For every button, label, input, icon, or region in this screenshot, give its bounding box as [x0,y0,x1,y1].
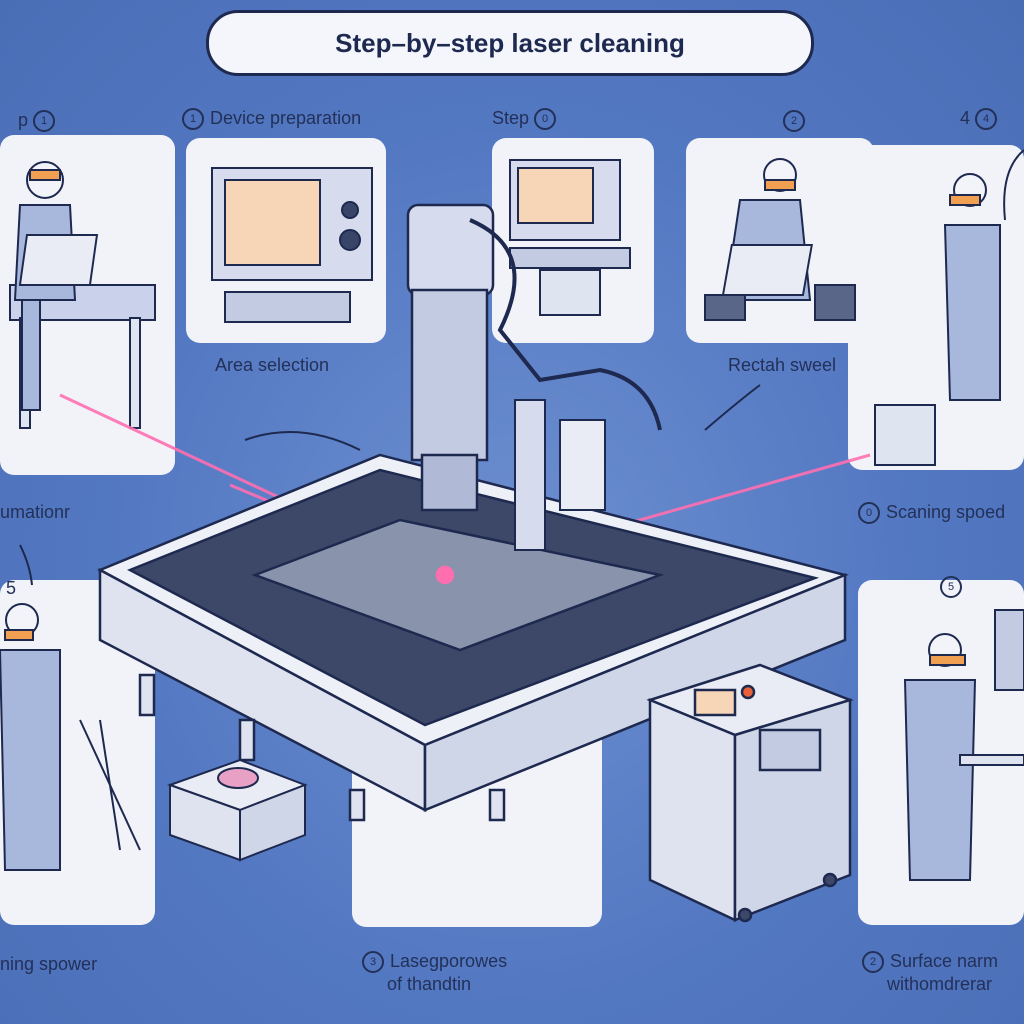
label-step-5-left: 5 [6,578,17,598]
label-laser-process-number: 3 [362,951,384,974]
label-scaning-speed-text: Scaning spoed [886,502,1006,522]
worker-laptop-left [9,161,156,429]
monitor-device-prep [211,167,373,323]
label-step-1-text: p [18,110,29,130]
monitor-center [509,159,631,316]
label-laser-process-line1: Lasegporowes [390,951,508,971]
worker-bottom-right [903,609,1024,881]
label-step-5-right: 5 [940,576,968,599]
label-surface-line1: Surface narm [890,951,999,971]
label-surface: 2 Surface narm withomdrerar [862,950,998,995]
label-device-preparation: 1 Device preparation [182,108,362,131]
label-step-4-number: 4 [975,108,998,131]
label-step-center-number: 0 [534,108,557,131]
label-step-4-text: 4 [960,108,971,128]
label-step-4: 4 4 [960,108,1003,131]
laser-machine-bed [97,453,849,822]
label-step-1-number: 1 [33,110,56,133]
label-step-center: Step 0 [492,108,562,131]
control-cabinet [646,663,854,923]
label-ning-spower: ning spower [0,954,98,974]
label-step-2-number: 2 [783,110,805,133]
worker-laptop-right [704,158,856,321]
label-rectah-sweel: Rectah sweel [728,355,837,375]
label-step-2: 2 [783,110,811,133]
label-step-center-text: Step [492,108,530,128]
label-surface-line2: withomdrerar [887,974,993,995]
label-step-5-right-number: 5 [940,576,962,599]
label-scaning-speed: 0 Scaning spoed [858,502,1006,525]
flow-arrows [19,384,761,586]
label-area-selection: Area selection [215,355,330,375]
label-step-1: p 1 [18,110,61,133]
worker-bottom-left [0,603,141,871]
label-laser-process-line2: of thandtin [387,974,472,995]
page-title: Step–by–step laser cleaning [206,10,814,76]
gantry-post [514,399,606,551]
lens-unit [167,758,308,862]
label-laser-process: 3 Lasegporowes of thandtin [362,950,507,995]
label-scaning-speed-number: 0 [858,502,880,525]
label-device-preparation-number: 1 [182,108,204,131]
label-device-preparation-text: Device preparation [210,108,362,128]
label-umationr: umationr [0,502,71,522]
laser-head [406,203,662,585]
label-surface-number: 2 [862,951,884,974]
worker-far-right [874,149,1024,466]
